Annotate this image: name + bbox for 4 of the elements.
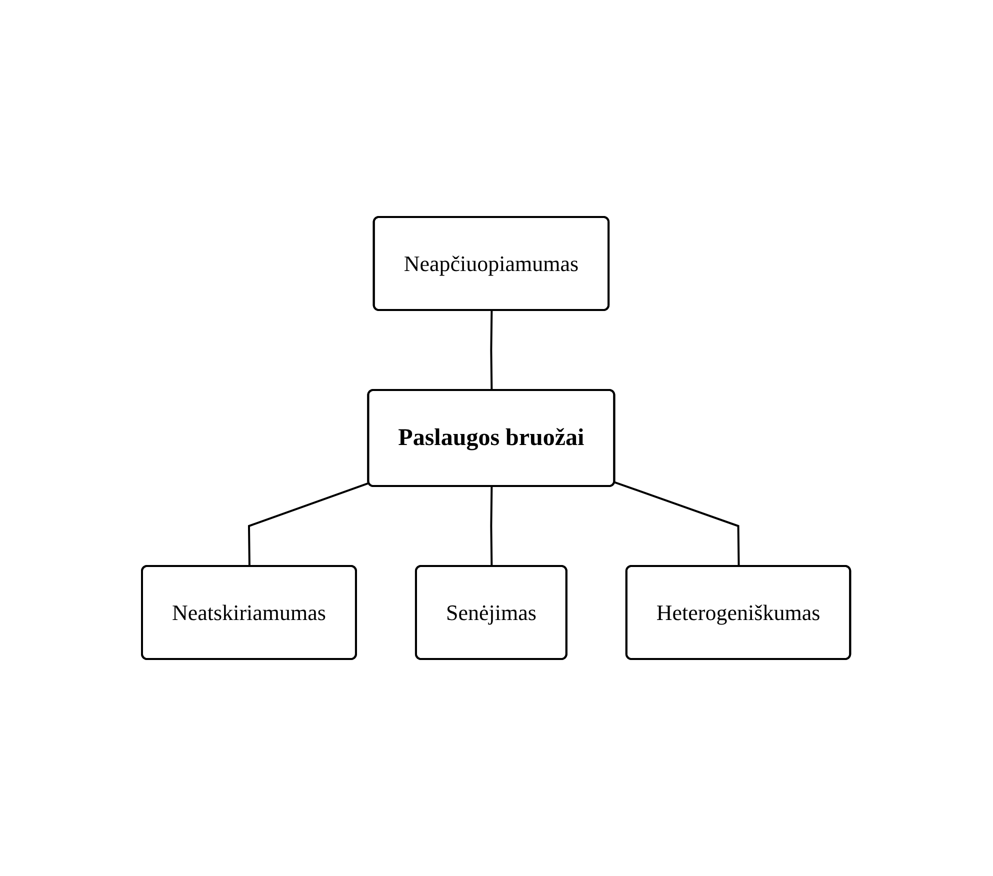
- connector: [490, 310, 494, 391]
- connector: [490, 486, 494, 567]
- connector: [248, 482, 370, 567]
- connector: [614, 481, 740, 567]
